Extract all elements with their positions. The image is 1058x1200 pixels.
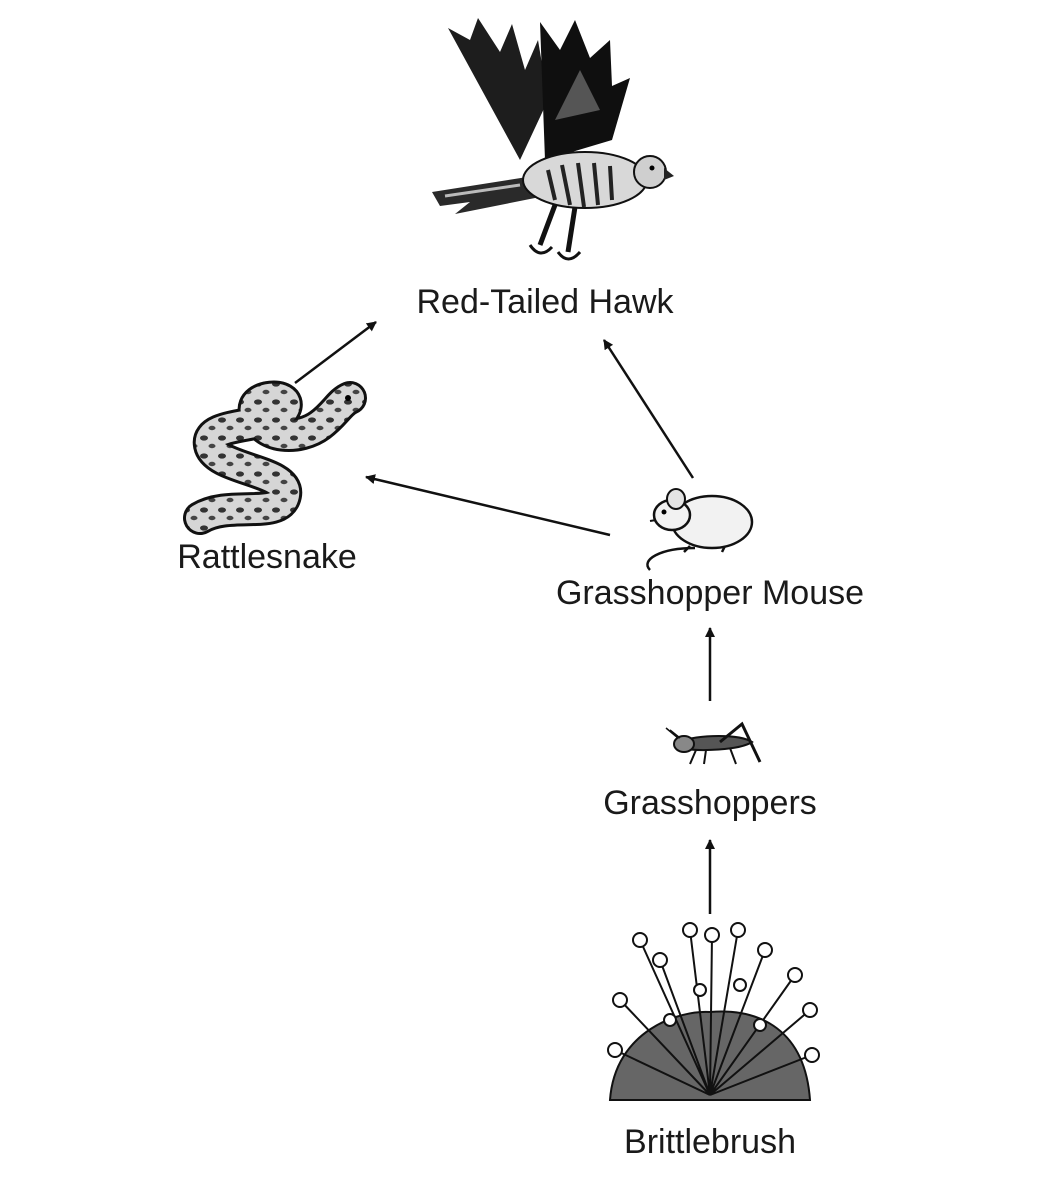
arrow-rattlesnake-to-hawk xyxy=(294,321,377,384)
label-grasshoppers: Grasshoppers xyxy=(603,784,817,822)
arrow-mouse-to-hawk xyxy=(602,339,695,479)
label-rattlesnake: Rattlesnake xyxy=(177,538,357,576)
mouse-icon xyxy=(646,488,754,571)
label-grasshopper-mouse: Grasshopper Mouse xyxy=(555,574,865,612)
hawk-icon xyxy=(432,18,674,261)
label-red-tailed-hawk: Red-Tailed Hawk xyxy=(416,283,674,321)
arrow-mouse-to-rattlesnake xyxy=(365,474,611,537)
arrows-group xyxy=(294,321,715,914)
grasshopper-icon xyxy=(665,721,762,765)
rattlesnake-icon xyxy=(183,380,367,535)
label-brittlebrush: Brittlebrush xyxy=(624,1123,796,1161)
brittlebrush-icon xyxy=(607,922,820,1101)
